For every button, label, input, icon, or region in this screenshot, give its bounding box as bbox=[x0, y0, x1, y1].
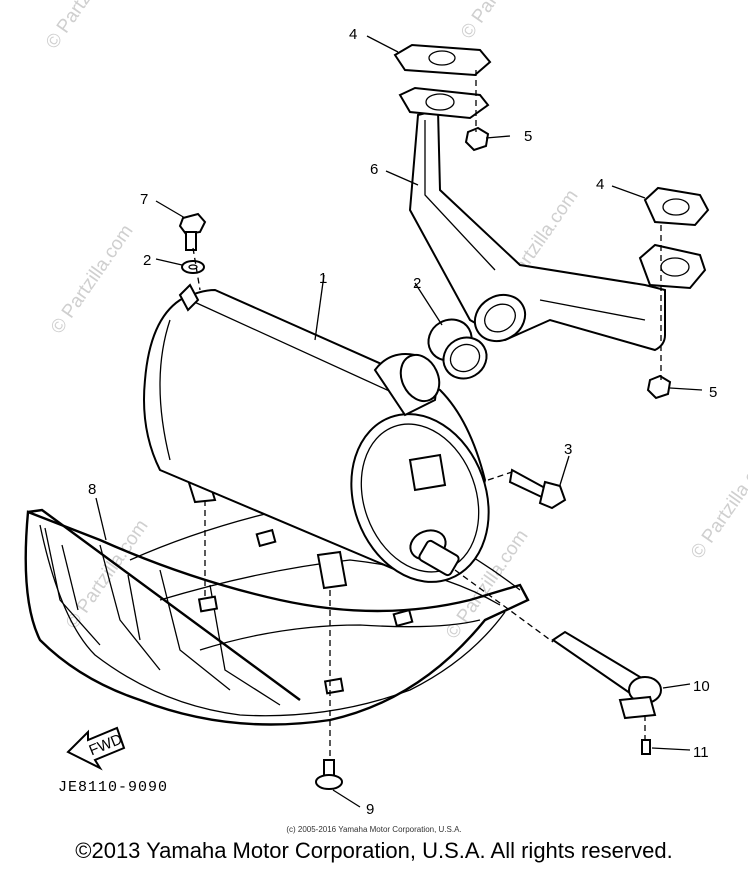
diagram-code: JE8110-9090 bbox=[58, 779, 169, 796]
callout-3: 3 bbox=[564, 441, 572, 458]
callout-10: 10 bbox=[693, 678, 710, 695]
watermark-3: © Partzilla.com bbox=[457, 0, 548, 43]
callout-11: 11 bbox=[693, 744, 709, 761]
callout-2b: 2 bbox=[413, 275, 421, 292]
callout-9: 9 bbox=[366, 801, 374, 818]
muffler bbox=[143, 283, 490, 590]
spark-arrester bbox=[551, 630, 662, 755]
assembly-lines bbox=[192, 70, 662, 760]
bolt-7 bbox=[178, 212, 207, 274]
callouts: 1 2 2 3 4 4 5 5 6 7 8 9 10 11 bbox=[88, 26, 717, 818]
watermark-2: © Partzilla.com bbox=[42, 0, 133, 53]
callout-8: 8 bbox=[88, 481, 96, 498]
bolt-3 bbox=[508, 468, 567, 510]
callout-5b: 5 bbox=[709, 384, 717, 401]
copyright-notice: ©2013 Yamaha Motor Corporation, U.S.A. A… bbox=[75, 838, 673, 863]
fwd-arrow-icon: FWD bbox=[66, 726, 126, 771]
nuts bbox=[464, 126, 672, 400]
callout-2a: 2 bbox=[143, 252, 151, 269]
callout-6: 6 bbox=[370, 161, 378, 178]
gaskets bbox=[393, 43, 710, 227]
callout-7: 7 bbox=[140, 191, 148, 208]
callout-1: 1 bbox=[319, 270, 327, 287]
callout-4a: 4 bbox=[349, 26, 357, 43]
callout-5a: 5 bbox=[524, 128, 532, 145]
callout-4b: 4 bbox=[596, 176, 604, 193]
watermark-7: © Partzilla.com bbox=[687, 446, 748, 563]
exhaust-pipe bbox=[398, 86, 707, 352]
watermark-1: © Partzilla.com bbox=[47, 221, 138, 338]
gasket-sleeve bbox=[427, 318, 488, 380]
skid-guard bbox=[24, 499, 530, 726]
leader-lines bbox=[95, 35, 703, 808]
bolt-9 bbox=[315, 759, 343, 790]
small-copyright: (c) 2005-2016 Yamaha Motor Corporation, … bbox=[286, 825, 462, 834]
